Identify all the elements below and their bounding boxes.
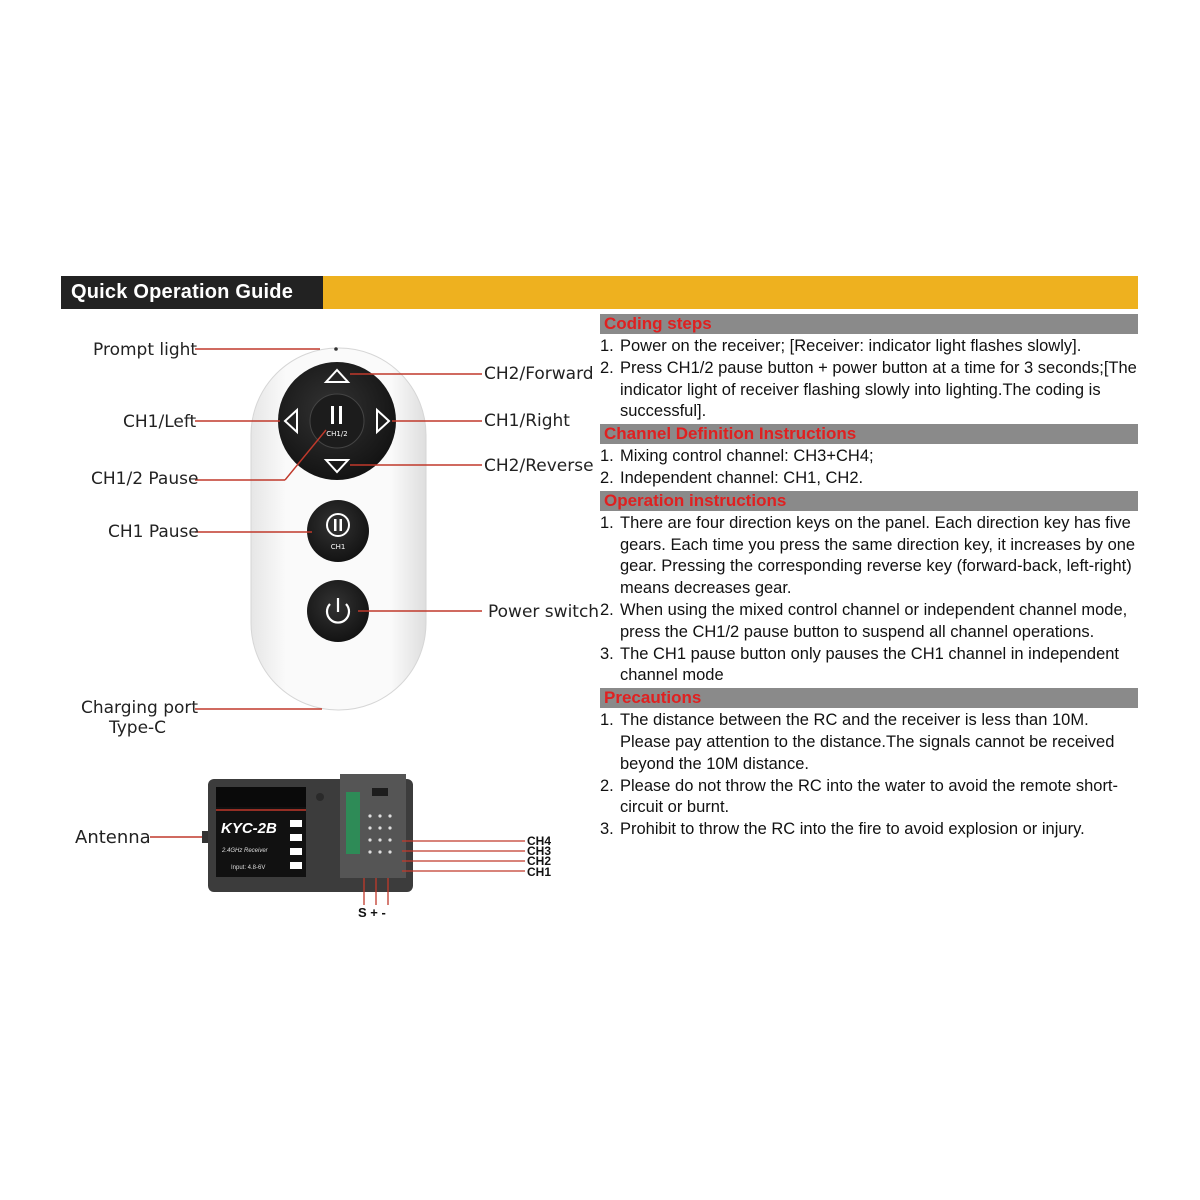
power-icon <box>325 603 351 624</box>
list-item-number: 3. <box>600 820 614 839</box>
list-item-text: Press CH1/2 pause button + power button … <box>620 358 1137 421</box>
ch12-center-label: CH1/2 <box>326 430 347 438</box>
antenna-label: Antenna <box>75 827 151 848</box>
list-item-number: 2. <box>600 358 614 377</box>
leader-lines <box>150 348 482 838</box>
list-item-number: 2. <box>600 776 614 795</box>
up-arrow-icon <box>323 368 351 383</box>
prompt-light <box>334 347 338 351</box>
page-title: Quick Operation Guide <box>61 276 323 309</box>
ch2-forward-label: CH2/Forward <box>484 364 594 384</box>
list-item-number: 1. <box>600 447 614 466</box>
list-item: 1. Power on the receiver; [Receiver: indi… <box>598 336 1143 358</box>
list-item: 3. Prohibit to throw the RC into the fire… <box>598 819 1143 841</box>
list-item: 3. The CH1 pause button only pauses the C… <box>598 644 1143 688</box>
section-list: 1. There are four direction keys on the p… <box>598 513 1143 687</box>
section-list: 1. Power on the receiver; [Receiver: indi… <box>598 336 1143 423</box>
list-item-text: Mixing control channel: CH3+CH4; <box>620 447 874 466</box>
list-item: 1. The distance between the RC and the re… <box>598 710 1143 775</box>
list-item: 2. Please do not throw the RC into the wa… <box>598 776 1143 820</box>
channel-label: CH2 <box>527 854 551 868</box>
ch12-pause-label: CH1/2 Pause <box>91 469 199 489</box>
channel-label: CH4 <box>527 834 551 848</box>
list-item-text: Prohibit to throw the RC into the fire t… <box>620 820 1085 839</box>
list-item-number: 1. <box>600 513 614 532</box>
ch1-pause-button <box>307 500 369 562</box>
list-item: 1. There are four direction keys on the p… <box>598 513 1143 600</box>
diagram-graphics: CH1/2 CH1 <box>150 347 551 920</box>
list-item-text: The distance between the RC and the rece… <box>620 711 1115 773</box>
section-list: 1. The distance between the RC and the re… <box>598 710 1143 841</box>
channel-label: CH1 <box>527 865 551 879</box>
receiver-input: Input: 4.8-6V <box>231 865 265 871</box>
charging-port-label: Charging port <box>81 698 199 718</box>
list-item: 2. Independent channel: CH1, CH2. <box>598 468 1143 490</box>
receiver-subtitle: 2.4GHz Receiver <box>221 848 269 854</box>
list-item-text: Independent channel: CH1, CH2. <box>620 468 864 487</box>
list-item-text: There are four direction keys on the pan… <box>620 513 1136 598</box>
ch1-left-label: CH1/Left <box>123 412 197 432</box>
receiver-module: KYC-2B 2.4GHz Receiver Input: 4.8-6V <box>202 774 413 892</box>
ch1-pause-label: CH1 Pause <box>108 522 199 542</box>
list-item-number: 3. <box>600 644 614 663</box>
list-item: 1. Mixing control channel: CH3+CH4; <box>598 446 1143 468</box>
pin-labels: S + - <box>358 905 386 920</box>
left-arrow-icon <box>283 407 298 435</box>
power-switch-label: Power switch <box>488 602 600 622</box>
section-heading: Precautions <box>600 688 1138 709</box>
right-arrow-icon <box>376 407 391 435</box>
ch1-button-label: CH1 <box>331 543 346 551</box>
list-item-text: When using the mixed control channel or … <box>620 600 1128 641</box>
section-heading: Channel Definition Instructions <box>600 424 1138 445</box>
remote-diagram: CH1/2 CH1 <box>75 340 600 920</box>
prompt-light-label: Prompt light <box>93 340 198 360</box>
ch2-reverse-label: CH2/Reverse <box>484 456 594 476</box>
list-item-number: 1. <box>600 337 614 355</box>
list-item: 2. When using the mixed control channel o… <box>598 600 1143 644</box>
list-item-number: 2. <box>600 600 614 619</box>
down-arrow-icon <box>323 459 351 474</box>
section-list: 1. Mixing control channel: CH3+CH4; 2. Inde… <box>598 446 1143 490</box>
list-item-text: Power on the receiver; [Receiver: indica… <box>620 337 1082 355</box>
ch1-right-label: CH1/Right <box>484 411 570 431</box>
receiver-model: KYC-2B <box>221 820 277 837</box>
list-item-number: 1. <box>600 711 614 730</box>
channel-label: CH3 <box>527 844 551 858</box>
instructions-panel: Coding steps 1. Power on the receiver; [Re… <box>598 314 1143 842</box>
list-item-number: 2. <box>600 468 614 487</box>
type-c-label: Type-C <box>109 718 167 738</box>
ch12-pause-button-ring <box>309 393 365 449</box>
list-item: 2. Press CH1/2 pause button + power butto… <box>598 358 1143 423</box>
list-item-text: The CH1 pause button only pauses the CH1… <box>620 644 1120 685</box>
section-heading: Coding steps <box>600 314 1138 334</box>
section-heading: Operation instructions <box>600 490 1138 511</box>
list-item-text: Please do not throw the RC into the wate… <box>620 776 1119 817</box>
